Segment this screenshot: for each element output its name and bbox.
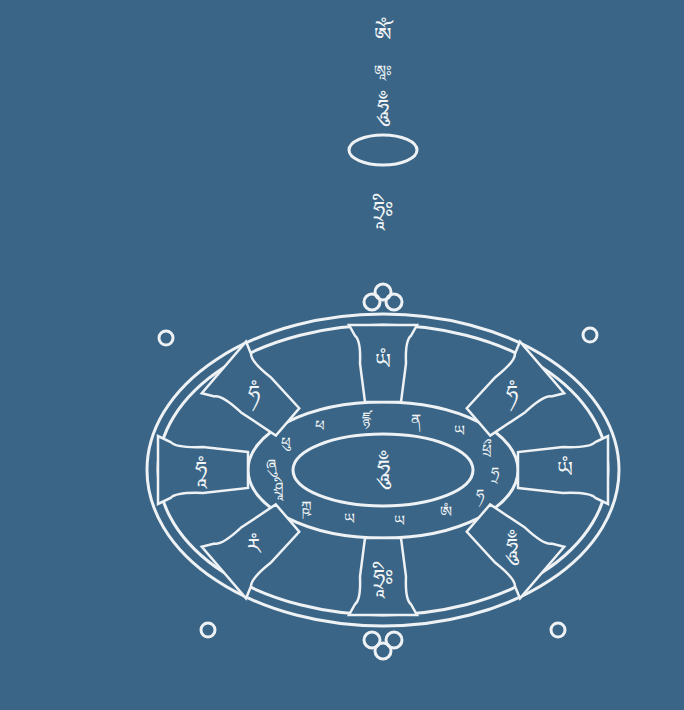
syllable: ཧཾ [248,381,260,406]
ring-syllable: ཡ [344,511,355,528]
knob [375,643,391,659]
spoke-outline [518,436,608,504]
ring-syllable: ཕ [315,418,325,435]
ring-syllable: ཧ [476,487,484,504]
ring-syllable: ཨཾ [440,504,452,521]
spoke-syllable: ཡཾ [371,347,395,376]
column-syllable: ཨཱཿ [374,63,392,80]
ring-syllable: ཛྙ [362,410,371,427]
ring-syllable: ཧྲ [491,465,499,482]
syllable: ཧཱུྃ [506,534,518,559]
spoke-outline [158,436,248,504]
syllable: ཧཾ [506,381,518,406]
ring-inner [293,434,473,506]
spoke-outline [349,325,417,402]
ring-syllable: ཡ [454,423,465,440]
knob [551,623,565,637]
ring-syllable: ཀྵ [301,499,312,516]
ring-syllable: ཞུ [266,457,277,474]
knob [159,331,173,345]
ring-syllable: ཡ [394,513,405,530]
outer-rim [147,314,619,626]
column-syllable: ཧྲཱིཿ [373,197,393,222]
spoke-outline [202,342,299,436]
inner-rim [158,325,608,615]
syllable: ཡཾ [375,349,391,374]
syllable: ཡཾ [557,457,573,482]
spoke-syllable: ཧཾ [244,379,264,408]
spoke-syllable: ཧཱཾ [191,455,211,484]
knob [583,328,597,342]
ring-syllable: ཕུ [281,435,291,452]
ring-syllable: ཤྲཱི [274,480,283,497]
syllable: རཾ [247,534,261,559]
syllable: ཧཱུྃ [377,456,390,484]
spoke-outline [349,538,417,615]
spoke-syllable: ཧྲཱིཿ [369,563,397,592]
spoke-outline [202,504,299,598]
syllable: ཧཱཾ [195,457,207,482]
spoke-syllable: ཡཾ [553,455,577,484]
spoke-syllable: ཧཾ [502,379,522,408]
spoke-outline [467,342,564,436]
ring-syllable: ཕྲྀ [482,442,492,459]
syllable: ཧྲཱིཿ [373,565,393,590]
ring-syllable: ན [411,412,421,429]
spoke-outline [467,504,564,598]
spoke-syllable: རཾ [243,532,265,561]
column-syllable: ཧཱུྃ [377,95,389,120]
knob [375,284,391,300]
knob [201,623,215,637]
top-ellipse [349,135,417,165]
column-syllable: ཨོཾ [374,23,392,48]
spoke-syllable: ཧཱུྃ [502,532,522,561]
center-syllable: ཧཱུྃ [373,454,394,486]
